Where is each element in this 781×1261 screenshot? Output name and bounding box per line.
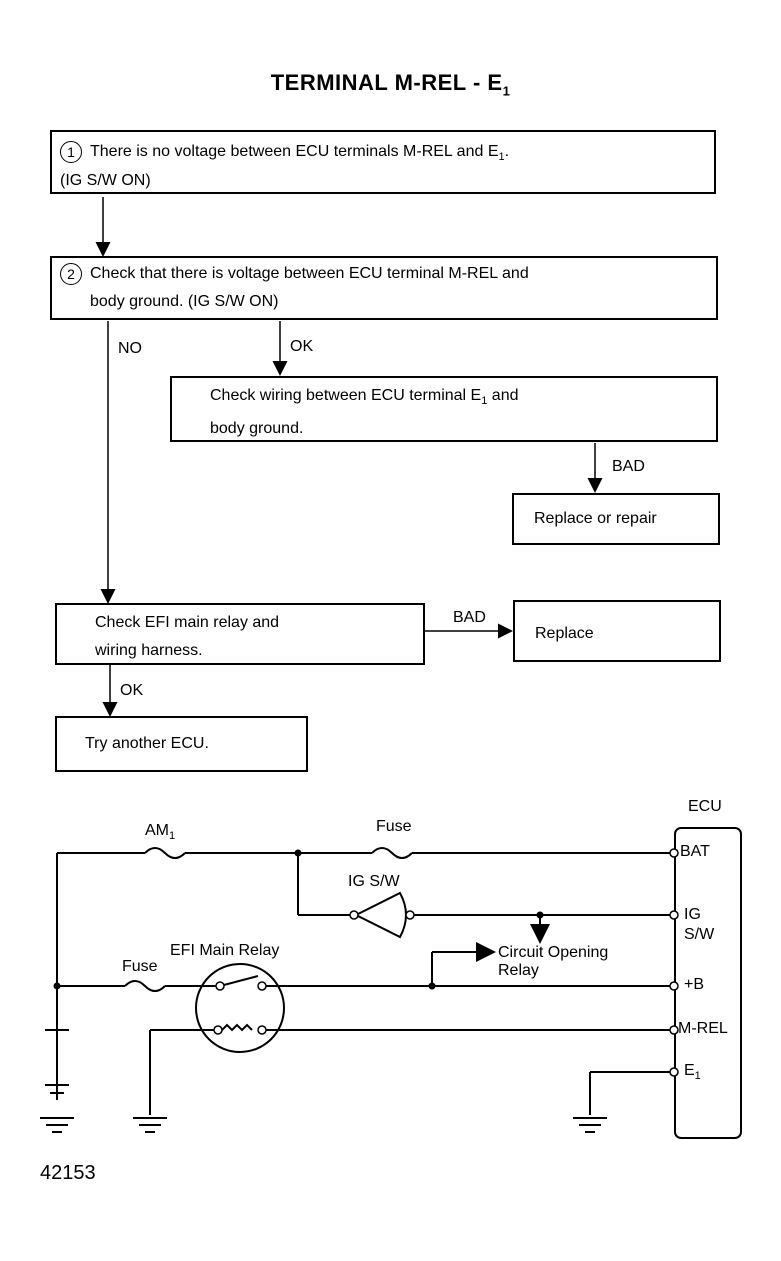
label-bad-2: BAD bbox=[453, 609, 486, 626]
terminal-b: +B bbox=[684, 976, 705, 993]
step-number-1: 1 bbox=[60, 140, 82, 163]
check-efi-box: Check EFI main relay and wiring harness. bbox=[55, 603, 425, 665]
terminal-e1: E1 bbox=[684, 1062, 701, 1083]
am1-fuse-icon bbox=[144, 847, 186, 859]
fuse-low-label: Fuse bbox=[122, 958, 158, 975]
ecu-label: ECU bbox=[688, 798, 722, 815]
figure-number: 42153 bbox=[40, 1162, 96, 1184]
junction-dots bbox=[53, 849, 544, 990]
label-no: NO bbox=[118, 340, 142, 357]
fuse-low-icon bbox=[124, 980, 166, 992]
label-bad: BAD bbox=[612, 458, 645, 475]
terminal-bat: BAT bbox=[680, 843, 710, 860]
am1-label: AM1 bbox=[145, 822, 176, 843]
ig-sw-label: IG S/W bbox=[348, 873, 400, 890]
replace-box: Replace bbox=[513, 600, 721, 662]
terminal-dots bbox=[213, 848, 679, 1077]
ig-switch-icon bbox=[353, 891, 407, 939]
terminal-ig-sw: IG S/W bbox=[684, 906, 715, 943]
try-another-ecu-box: Try another ECU. bbox=[55, 716, 308, 772]
efi-main-relay-icon bbox=[195, 963, 285, 1053]
label-ok: OK bbox=[290, 338, 314, 355]
page-title: TERMINAL M-REL - E1 bbox=[270, 70, 511, 99]
circuit-opening-relay-label: Circuit Opening Relay bbox=[498, 944, 609, 979]
fuse-top-label: Fuse bbox=[376, 818, 412, 835]
label-ok-2: OK bbox=[120, 682, 144, 699]
step-number-2: 2 bbox=[60, 262, 82, 285]
check-wiring-box: Check wiring between ECU terminal E1 and… bbox=[170, 376, 718, 442]
ground-icons bbox=[40, 1117, 607, 1133]
replace-or-repair-box: Replace or repair bbox=[512, 493, 720, 545]
fuse-top-icon bbox=[371, 847, 413, 859]
terminal-mrel: M-REL bbox=[678, 1020, 728, 1037]
efi-main-relay-label: EFI Main Relay bbox=[170, 942, 280, 959]
